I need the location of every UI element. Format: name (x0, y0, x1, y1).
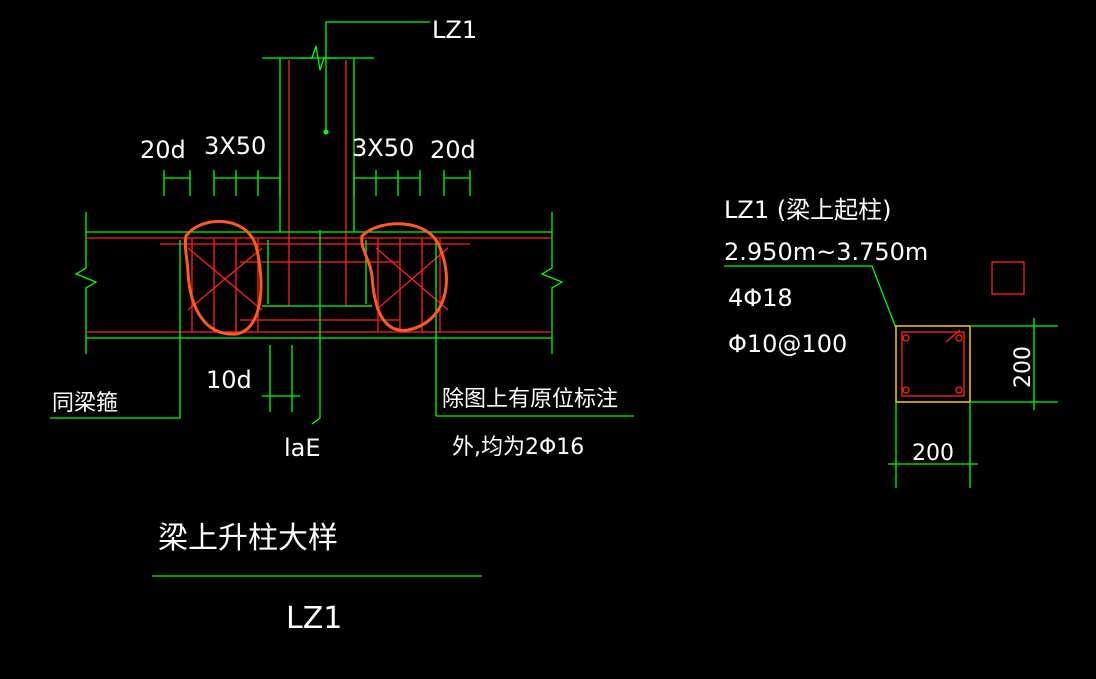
section-stirrups: Φ10@100 (728, 330, 847, 358)
section-bar-bl (902, 386, 910, 394)
section-tag: LZ1 (梁上起柱) (724, 196, 891, 224)
dim-3x50-right-label: 3X50 (352, 134, 414, 162)
dim-20d-right-label: 20d (430, 136, 476, 164)
section-bar-tr (955, 334, 963, 342)
section-dim-horizontal (888, 402, 978, 488)
legend-red-square (991, 261, 1025, 295)
lae-leader (311, 230, 321, 425)
column-rebar-left (262, 60, 290, 307)
dim-10d-lines (262, 345, 300, 412)
column-tag-leader (325, 21, 430, 132)
note-right-line2: 外,均为2Φ16 (452, 435, 584, 460)
inner-box-left (176, 240, 181, 419)
section-dim-vertical (970, 318, 1058, 410)
beam-left-end (74, 212, 98, 354)
dim-3x50-left-label: 3X50 (204, 132, 266, 160)
dim-10d-label: 10d (206, 366, 252, 394)
dim-ticks-right (353, 170, 471, 196)
dim-20d-left-label: 20d (140, 136, 186, 164)
markup-circle-left (183, 219, 263, 336)
column-break-symbol (300, 45, 336, 71)
section-elevation: 2.950m~3.750m (724, 238, 928, 266)
hanger-diagonal-left (187, 247, 263, 311)
column-section: LZ1 (梁上起柱) 2.950m~3.750m 4Φ18 Φ10@100 20… (724, 196, 1058, 488)
section-main-bars: 4Φ18 (728, 284, 793, 312)
dim-lae-label: laE (284, 434, 321, 462)
column-tag-label: LZ1 (432, 16, 477, 44)
column-tag-leader-dot (323, 129, 329, 135)
section-outline (895, 325, 971, 403)
beam-right-end (540, 212, 564, 354)
section-dim-height: 200 (1011, 346, 1036, 388)
note-right-line1: 除图上有原位标注 (442, 387, 618, 412)
note-left-text: 同梁箍 (52, 391, 118, 416)
stirrups-right (377, 238, 441, 332)
column-rebar-right (345, 60, 372, 307)
anchor-lines (262, 240, 372, 307)
markup-circle-right (360, 222, 448, 332)
section-hook (945, 329, 961, 343)
detail-title: 梁上升柱大样 (158, 521, 338, 556)
section-bar-br (955, 386, 963, 394)
section-dim-width: 200 (912, 441, 954, 466)
detail-subtitle: LZ1 (286, 601, 342, 636)
hanger-diagonal-right (375, 247, 449, 311)
dim-ticks-left (163, 170, 281, 196)
beam-column-detail: LZ1 20d 3X50 3X50 20d 10d laE 同梁箍 除图上有原位… (50, 16, 634, 636)
section-stirrup (901, 331, 965, 397)
stirrups-left (191, 238, 259, 332)
section-leader (724, 265, 897, 329)
section-bar-tl (902, 334, 910, 342)
